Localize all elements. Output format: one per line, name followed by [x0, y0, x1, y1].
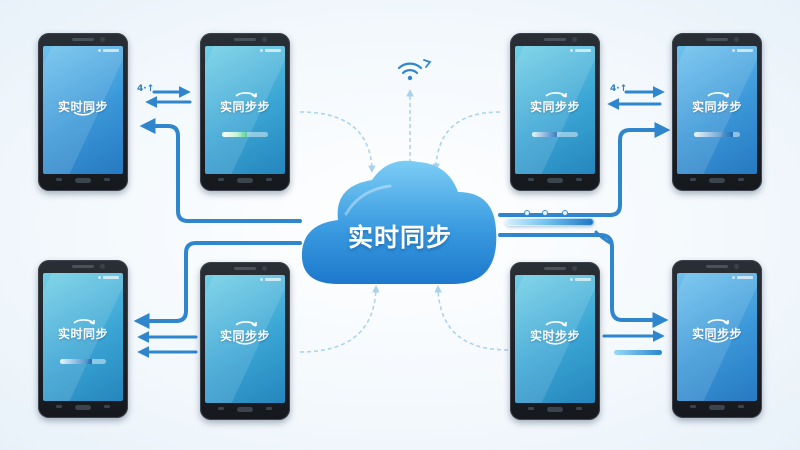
connector-bottom-right — [434, 285, 509, 351]
phone-bottom-right-inner: 实时步步 — [510, 262, 600, 420]
arrow-left-top-loop — [139, 118, 302, 223]
wifi-sync-icon — [397, 59, 432, 81]
cloud-sync-bar — [506, 218, 594, 226]
phone-screen: 实同步步 — [205, 275, 285, 403]
phone-bottom-right-outer: 实同步步 — [672, 260, 762, 418]
arrow-left-bottom-loop — [133, 241, 302, 329]
circular-sync-arrow-icon — [235, 92, 257, 98]
circular-sync-arrow-icon — [73, 319, 95, 325]
progress-bar — [532, 132, 578, 137]
phone-top-left-outer: 实时同步 — [38, 33, 128, 191]
circular-sync-arrow-icon — [545, 321, 567, 345]
connector-bottom-left — [299, 285, 380, 353]
phone-app-label: 实同步步 — [219, 100, 270, 114]
phone-screen: 实同步步 — [515, 46, 595, 174]
arrow-right-mid-branch — [594, 230, 614, 246]
arrow-right-top-loop — [498, 122, 671, 217]
phone-bottom-left-outer: 实时同步 — [38, 260, 128, 418]
flow-arrows — [133, 118, 671, 329]
progress-bar — [694, 132, 740, 137]
phone-app-label: 实时同步 — [57, 100, 108, 114]
pair-arrows — [137, 86, 665, 358]
phone-app-label: 实时步步 — [529, 329, 580, 343]
phone-screen: 实同步步 — [677, 273, 757, 401]
sync-badge-right: 4·↑ — [610, 84, 628, 94]
transfer-bar — [614, 350, 662, 355]
sync-dot — [562, 210, 568, 216]
phone-app-label: 实同步步 — [691, 327, 742, 341]
phone-top-right-outer: 实同步步 — [672, 33, 762, 191]
phone-top-left-inner: 实同步步 — [200, 33, 290, 191]
connector-top-right — [432, 111, 501, 171]
connector-top-left — [299, 111, 376, 173]
phone-app-label: 实同步步 — [529, 100, 580, 114]
phone-screen: 实同步步 — [205, 46, 285, 174]
phone-app-label: 实同步步 — [691, 100, 742, 114]
circular-sync-arrow-icon — [707, 92, 729, 98]
phone-app-label: 实时同步 — [57, 327, 108, 341]
cloud-label: 实时同步 — [347, 223, 452, 252]
circular-sync-arrow-icon — [235, 321, 257, 345]
phone-top-right-inner: 实同步步 — [510, 33, 600, 191]
phone-screen: 实同步步 — [677, 46, 757, 174]
phone-screen: 实时同步 — [43, 273, 123, 401]
sync-badge-left: 4·↑ — [137, 84, 155, 94]
circular-sync-arrow-icon — [707, 319, 729, 343]
phone-bottom-left-inner: 实同步步 — [200, 262, 290, 420]
sync-dot — [542, 210, 548, 216]
phone-screen: 实时同步 — [43, 46, 123, 174]
progress-bar — [60, 359, 106, 364]
progress-bar — [222, 132, 268, 137]
circular-sync-arrow-icon — [545, 92, 567, 98]
circular-sync-arrow-icon — [73, 105, 95, 116]
phone-screen: 实时步步 — [515, 275, 595, 403]
light-connectors — [299, 89, 509, 353]
sync-dot — [524, 210, 530, 216]
arrow-right-bottom-loop — [498, 233, 669, 328]
phone-app-label: 实同步步 — [219, 329, 270, 343]
cloud-shape — [301, 160, 497, 284]
